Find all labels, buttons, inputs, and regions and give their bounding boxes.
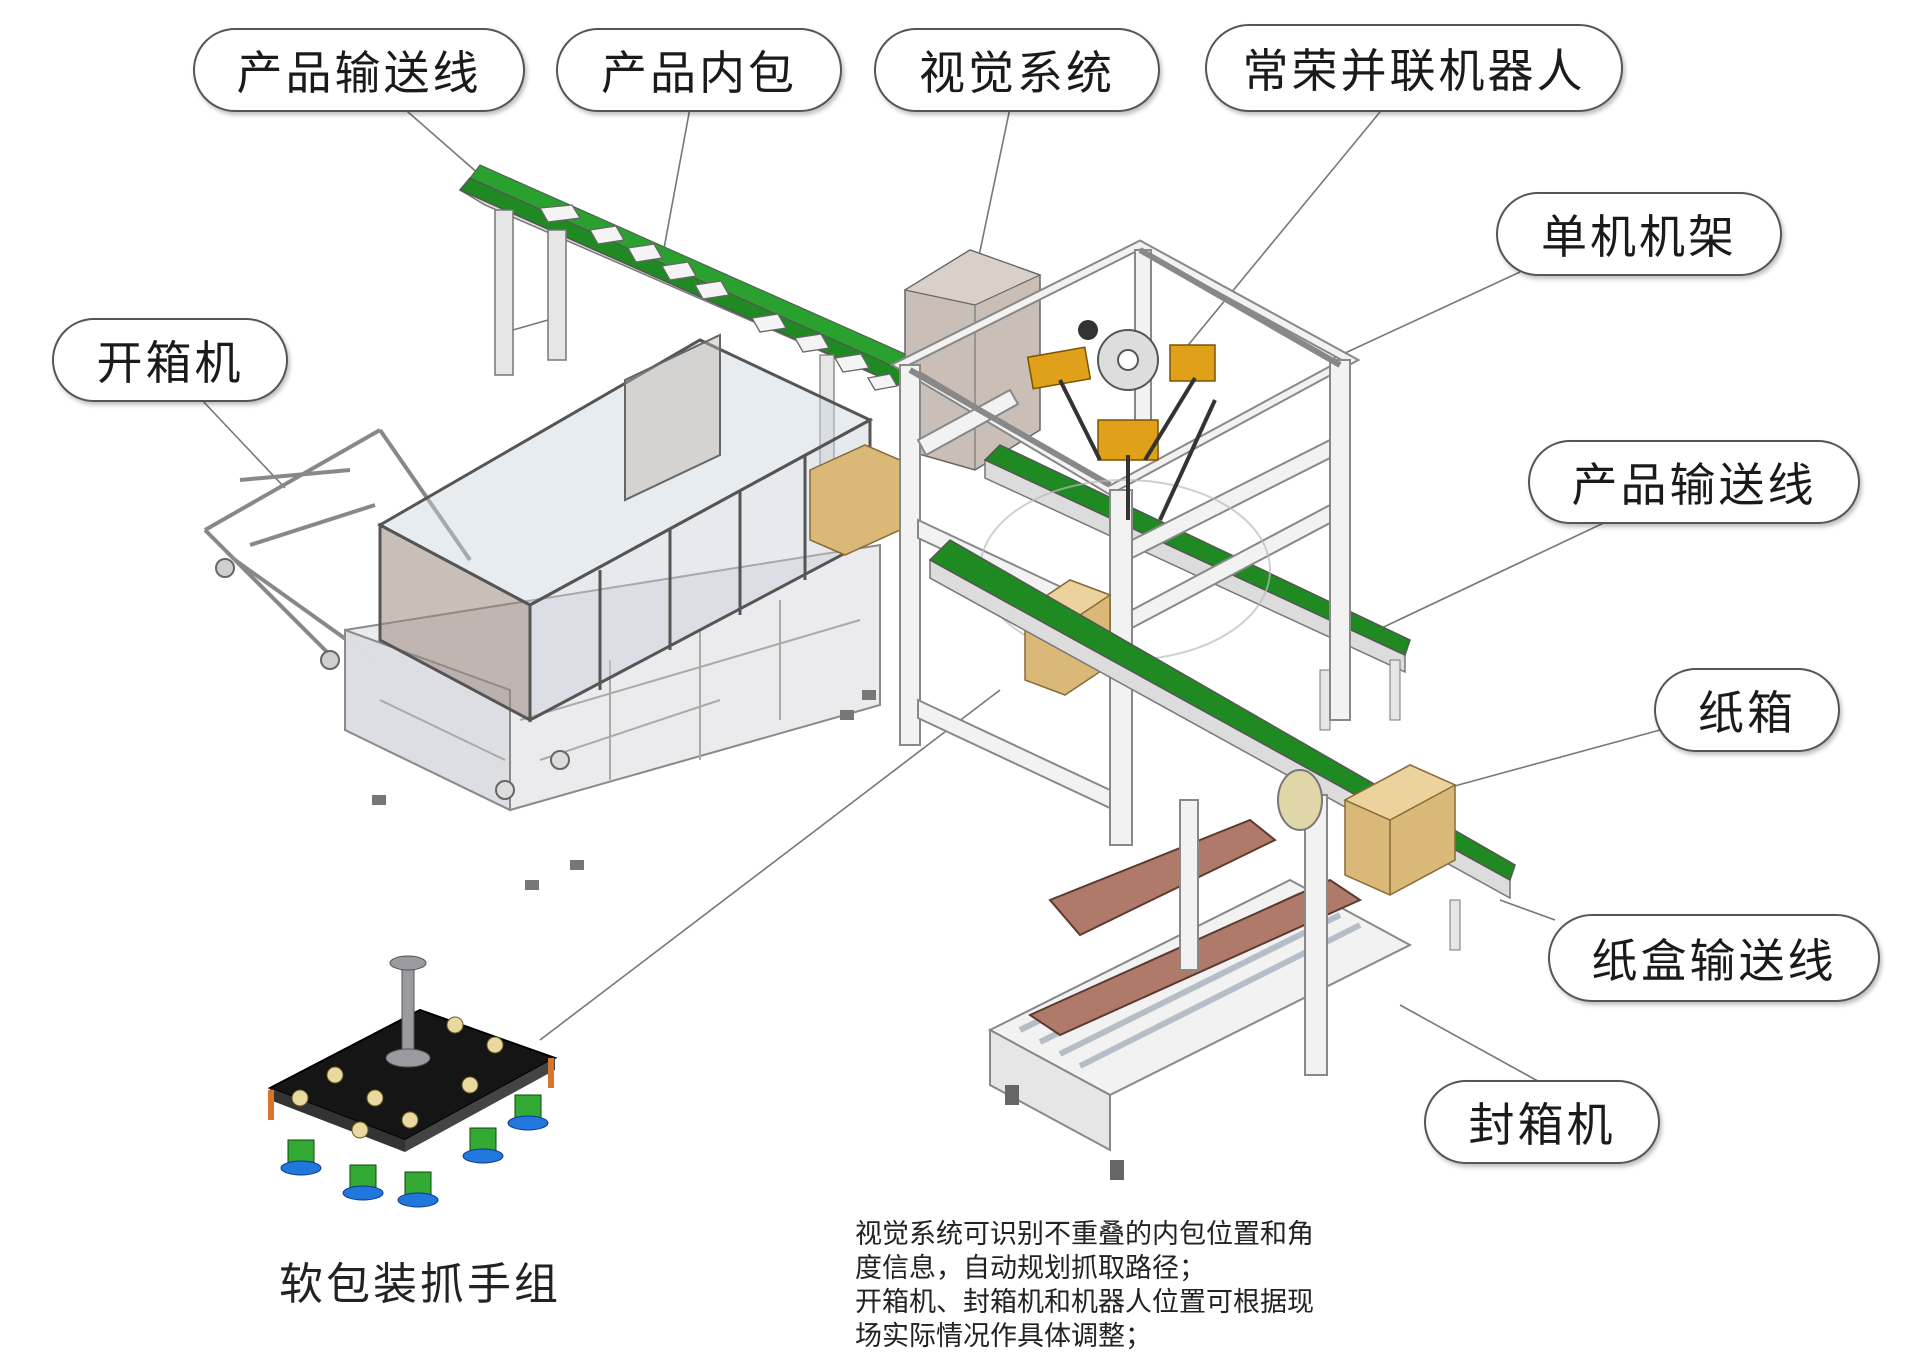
callout-parallel-robot: 常荣并联机器人 — [1205, 24, 1623, 112]
carton-sealer — [987, 769, 1413, 1180]
note-line-1: 视觉系统可识别不重叠的内包位置和角 — [855, 1219, 1314, 1250]
carton-erector — [203, 333, 901, 890]
callout-vision-system: 视觉系统 — [874, 28, 1160, 112]
callout-carton-conveyor: 纸盒输送线 — [1548, 914, 1880, 1002]
callout-product-inner-pack: 产品内包 — [556, 28, 842, 112]
callout-product-conveyor-top: 产品输送线 — [193, 28, 525, 112]
note-line-4: 场实际情况作具体调整； — [855, 1321, 1152, 1352]
carton-right — [1343, 764, 1457, 896]
soft-pack-gripper — [267, 955, 558, 1208]
note-line-3: 开箱机、封箱机和机器人位置可根据现 — [855, 1287, 1314, 1318]
callout-machine-frame: 单机机架 — [1496, 192, 1782, 276]
callout-carton-sealer: 封箱机 — [1424, 1080, 1660, 1164]
gripper-caption: 软包装抓手组 — [279, 1259, 561, 1310]
suction-cups — [280, 1094, 549, 1208]
callout-carton: 纸箱 — [1654, 668, 1840, 752]
carton-conveyor — [928, 539, 1516, 951]
leader-lines — [199, 104, 1661, 1086]
inner-packs — [538, 204, 899, 391]
note-line-2: 度信息，自动规划抓取路径； — [855, 1253, 1206, 1284]
callout-product-conveyor-right: 产品输送线 — [1528, 440, 1860, 524]
vision-cabinet — [903, 249, 1042, 471]
product-conveyor-right — [983, 444, 1411, 731]
parallel-robot — [1026, 320, 1217, 521]
callout-carton-erector: 开箱机 — [52, 318, 288, 402]
notes: 视觉系统可识别不重叠的内包位置和角 度信息，自动规划抓取路径； 开箱机、封箱机和… — [855, 1218, 1415, 1354]
